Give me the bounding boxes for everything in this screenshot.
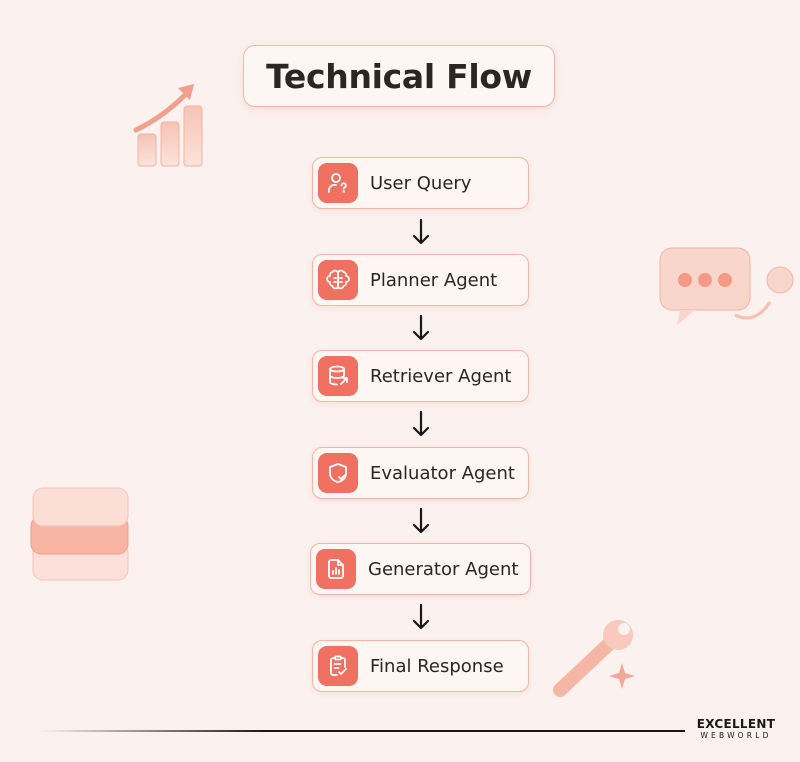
flow-node-user-query: User Query	[312, 157, 529, 209]
brand-name: EXCELLENT	[696, 717, 776, 731]
title-box: Technical Flow	[243, 45, 555, 107]
arrow-down-icon	[412, 314, 430, 341]
arrow-down-icon	[412, 218, 430, 245]
document-chart-icon	[316, 549, 356, 589]
brand-subtitle: WEBWORLD	[700, 731, 772, 740]
flow-node-label: Retriever Agent	[370, 365, 512, 387]
flow-node-retriever-agent: Retriever Agent	[312, 350, 529, 402]
arrow-down-icon	[412, 603, 430, 630]
page-title: Technical Flow	[266, 56, 532, 96]
flow-node-final-response: Final Response	[312, 640, 529, 692]
flow-node-evaluator-agent: Evaluator Agent	[312, 447, 529, 499]
chat-bubble-decoration-icon	[659, 247, 794, 325]
flow-node-generator-agent: Generator Agent	[310, 543, 531, 595]
user-question-icon	[318, 163, 358, 203]
shield-check-icon	[318, 453, 358, 493]
arrow-down-icon	[412, 410, 430, 437]
flow-node-label: Final Response	[370, 655, 504, 677]
database-icon	[318, 356, 358, 396]
flow-node-planner-agent: Planner Agent	[312, 254, 529, 306]
flow-node-label: Generator Agent	[368, 558, 519, 580]
flow-node-label: Planner Agent	[370, 269, 498, 291]
brand-logo: EXCELLENT WEBWORLD	[696, 717, 776, 741]
flow-node-label: User Query	[370, 172, 472, 194]
layers-decoration-icon	[30, 487, 129, 581]
growth-chart-decoration-icon	[133, 84, 203, 167]
clipboard-check-icon	[318, 646, 358, 686]
arrow-down-icon	[412, 507, 430, 534]
footer-divider	[40, 730, 685, 732]
brain-icon	[318, 260, 358, 300]
wrench-decoration-icon	[553, 620, 635, 697]
flow-node-label: Evaluator Agent	[370, 462, 515, 484]
